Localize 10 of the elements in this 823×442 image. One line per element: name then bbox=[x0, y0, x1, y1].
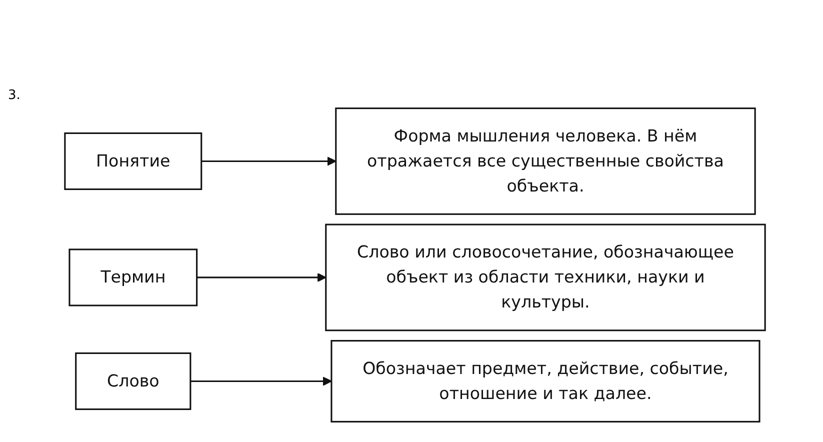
node-box: Понятие bbox=[64, 132, 202, 190]
node-box: Форма мышления человека. В нём отражается все существенные свойства объекта. bbox=[335, 108, 756, 215]
node-box: Слово bbox=[75, 352, 192, 410]
node-box: Слово или словосочетание, обозначающее объект из области техники, науки и культуры. bbox=[325, 224, 766, 332]
arrow bbox=[196, 272, 326, 282]
arrow bbox=[190, 376, 332, 386]
arrow bbox=[201, 156, 336, 166]
node-box: Термин bbox=[68, 248, 198, 306]
item-number: 3. bbox=[8, 88, 20, 103]
node-box: Обозначает предмет, действие, событие, отношение и так далее. bbox=[330, 340, 760, 422]
